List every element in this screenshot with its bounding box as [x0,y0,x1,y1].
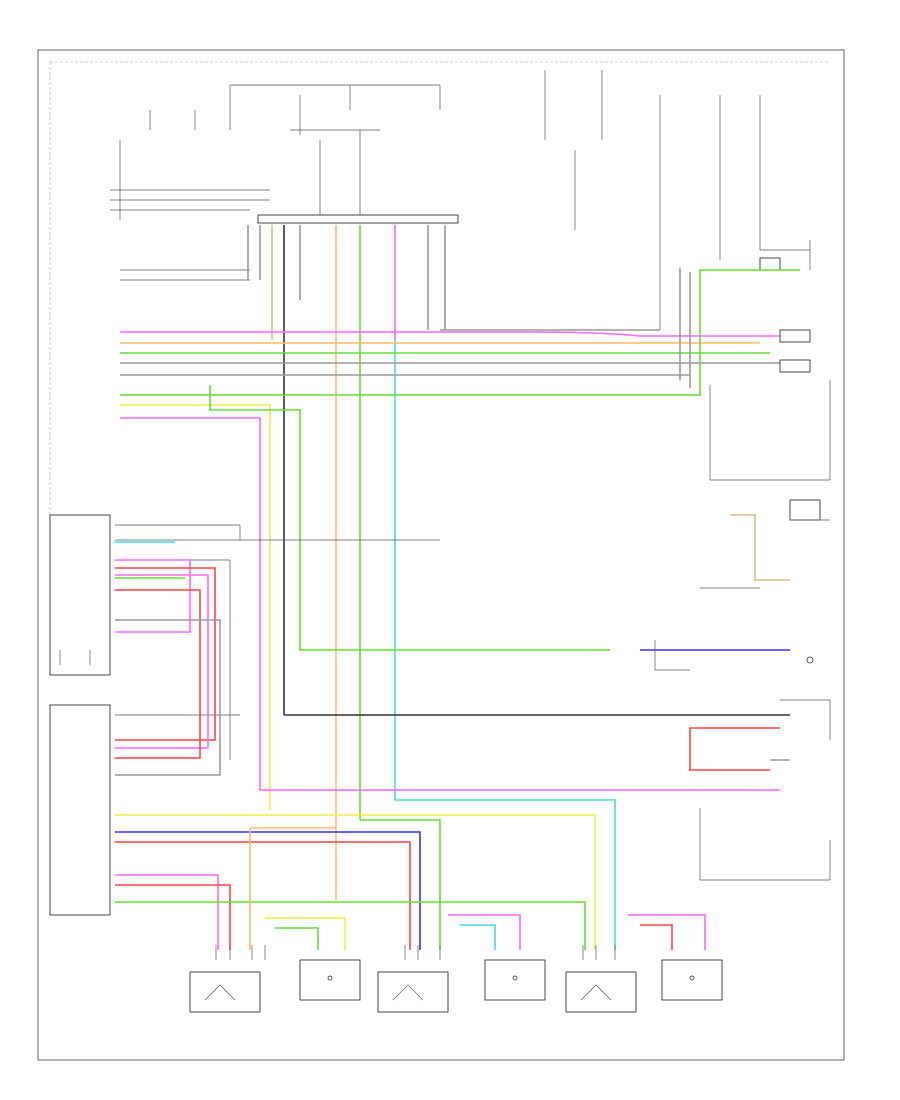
top-power-section [149,70,811,330]
horizontal-wires [120,268,800,810]
left-modules [49,514,440,916]
diagram-frame [37,49,845,1061]
right-components [654,329,831,881]
bottom-modules [189,959,723,1013]
vertical-bus [247,225,446,900]
connector-ticks [215,945,616,960]
module-wire-pairs [115,541,221,776]
left-connector-block [110,140,270,281]
bottom-wire-runs [115,799,706,950]
